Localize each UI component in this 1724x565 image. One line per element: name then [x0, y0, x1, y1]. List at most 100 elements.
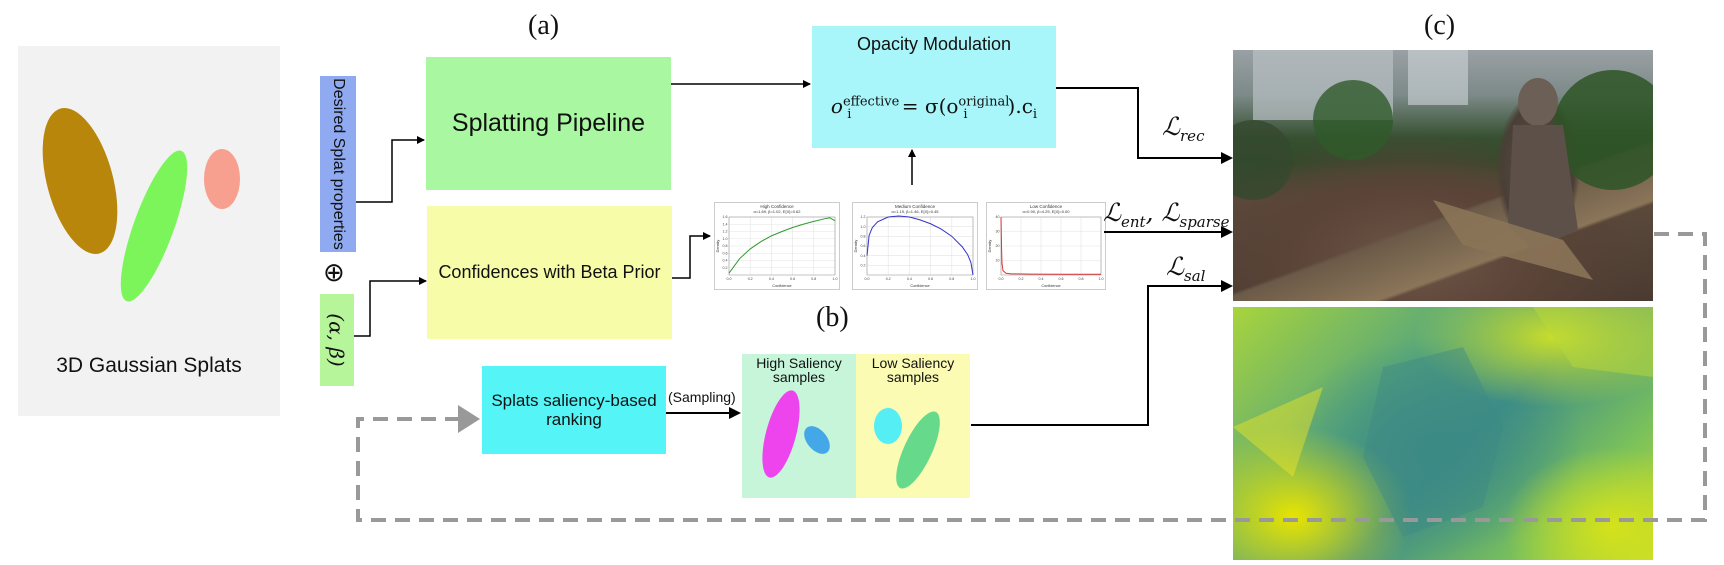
- arrow-desired-to-splatting: [356, 136, 425, 203]
- chart-subtitle: α=1.19, β=1.46, E[X]=0.45: [892, 209, 940, 214]
- y-tick-label: 0.8: [723, 244, 728, 248]
- magenta-splat: [762, 390, 800, 478]
- x-tick-label: 0.4: [1039, 277, 1044, 281]
- y-axis-label: Density: [854, 240, 858, 253]
- panel-label-a: (a): [528, 10, 560, 41]
- x-tick-label: 0.6: [790, 277, 795, 281]
- loss-rec-sub: rec: [1180, 127, 1205, 145]
- formula-lhs-sub: i: [847, 107, 852, 122]
- desired-splat-properties-label: Desired Splat properties: [330, 78, 348, 250]
- arrow-samples-to-image: [971, 280, 1233, 426]
- low-saliency-panel: Low Saliency samples: [856, 354, 970, 498]
- y-tick-label: 1.6: [723, 215, 728, 219]
- x-tick-label: 0.6: [928, 277, 933, 281]
- formula-mid-sub: i: [963, 107, 968, 122]
- sampling-label: (Sampling): [668, 389, 736, 405]
- x-tick-label: 0.0: [865, 277, 870, 281]
- arrow-opacity-to-image: [1056, 87, 1233, 164]
- y-tick-label: 0.2: [861, 264, 866, 268]
- x-axis-label: Confidence: [1041, 284, 1060, 288]
- gaussian-splats-illustration: [42, 108, 240, 302]
- formula-rhs-sub: i: [1032, 107, 1038, 122]
- x-tick-label: 0.2: [1019, 277, 1024, 281]
- low-saliency-illustration: [874, 408, 940, 489]
- loss-sparse-sub: sparse: [1179, 213, 1230, 231]
- y-tick-label: 0.2: [723, 266, 728, 270]
- x-axis-label: Confidence: [910, 284, 929, 288]
- arrow-alphabeta-to-confidences: [354, 277, 427, 337]
- formula-lhs-sup: effective: [842, 94, 900, 110]
- panel-label-b: (b): [816, 302, 849, 333]
- y-tick-label: 1.2: [861, 215, 866, 219]
- loss-ent-sparse: ℒent, ℒsparse: [1103, 198, 1230, 231]
- formula-rhs: ).c: [1007, 94, 1033, 118]
- x-tick-label: 1.0: [971, 277, 976, 281]
- x-tick-label: 0.0: [727, 277, 732, 281]
- loss-ent-sub: ent: [1121, 213, 1146, 231]
- saliency-ranking-label: Splats saliency-based ranking: [491, 391, 657, 429]
- series-line: [728, 217, 836, 274]
- splatting-pipeline-label: Splatting Pipeline: [451, 109, 646, 137]
- desired-splat-properties-box: Desired Splat properties: [320, 76, 356, 252]
- chart-subtitle: α=1.69, β=1.02, E[X]=0.62: [754, 209, 802, 214]
- y-axis-label: Density: [716, 240, 720, 253]
- gaussian-splats-panel: 3D Gaussian Splats: [18, 46, 280, 416]
- y-tick-label: 1.4: [723, 222, 728, 226]
- cyan-splat: [874, 408, 902, 444]
- x-tick-label: 0.0: [999, 277, 1004, 281]
- y-tick-label: 1.0: [861, 225, 866, 229]
- x-tick-label: 0.8: [811, 277, 816, 281]
- x-tick-label: 0.4: [907, 277, 912, 281]
- confidences-label: Confidences with Beta Prior: [438, 262, 661, 282]
- x-tick-label: 0.6: [1059, 277, 1064, 281]
- x-tick-label: 1.0: [833, 277, 838, 281]
- high-saliency-panel: High Saliency samples: [742, 354, 856, 498]
- x-tick-label: 0.8: [1079, 277, 1084, 281]
- chart-title: Low Confidence: [1030, 204, 1063, 209]
- alpha-beta-label: (α, β): [325, 313, 350, 367]
- opacity-modulation-title: Opacity Modulation: [856, 34, 1012, 54]
- y-tick-label: 0.6: [861, 244, 866, 248]
- formula-mid-sup: original: [958, 94, 1010, 110]
- reconstruction-image: [1233, 50, 1653, 301]
- loss-sal-sub: sal: [1184, 267, 1206, 285]
- series-line: [866, 215, 974, 276]
- x-tick-label: 0.2: [886, 277, 891, 281]
- y-axis-label: Density: [988, 240, 992, 253]
- formula-mid: = σ(o: [895, 94, 959, 118]
- x-axis-label: Confidence: [772, 284, 791, 288]
- y-tick-label: 20: [996, 244, 1000, 248]
- brown-splat: [42, 108, 118, 254]
- y-tick-label: 30: [996, 230, 1000, 234]
- x-tick-label: 0.2: [748, 277, 753, 281]
- saliency-heatmap-image: [1233, 307, 1653, 560]
- y-tick-label: 1.0: [723, 237, 728, 241]
- y-tick-label: 0.4: [723, 259, 728, 263]
- dashed-loop-arrowhead: [458, 405, 480, 433]
- y-tick-label: 0.8: [861, 235, 866, 239]
- y-tick-label: 10: [996, 259, 1000, 263]
- formula-lhs: o: [830, 94, 843, 118]
- oplus-symbol: ⊕: [323, 258, 345, 288]
- y-tick-label: 0.4: [861, 254, 866, 258]
- saliency-heatmap-icon: [1233, 307, 1653, 537]
- x-tick-label: 0.8: [949, 277, 954, 281]
- opacity-formula: oeffectivei = σ(ooriginali).ci: [812, 94, 1056, 122]
- salmon-splat: [204, 149, 240, 209]
- confidences-box: Confidences with Beta Prior: [427, 206, 672, 339]
- photo-reconstruction-icon: [1233, 50, 1653, 280]
- splatting-pipeline-box: Splatting Pipeline: [426, 57, 671, 190]
- x-tick-label: 1.0: [1099, 277, 1104, 281]
- alpha-beta-box: (α, β): [320, 294, 354, 386]
- panel-label-c: (c): [1424, 10, 1456, 41]
- saliency-ranking-box: Splats saliency-based ranking: [482, 366, 666, 454]
- y-tick-label: 40: [996, 215, 1000, 219]
- loss-sal: ℒsal: [1166, 252, 1206, 285]
- green-splat: [120, 150, 188, 302]
